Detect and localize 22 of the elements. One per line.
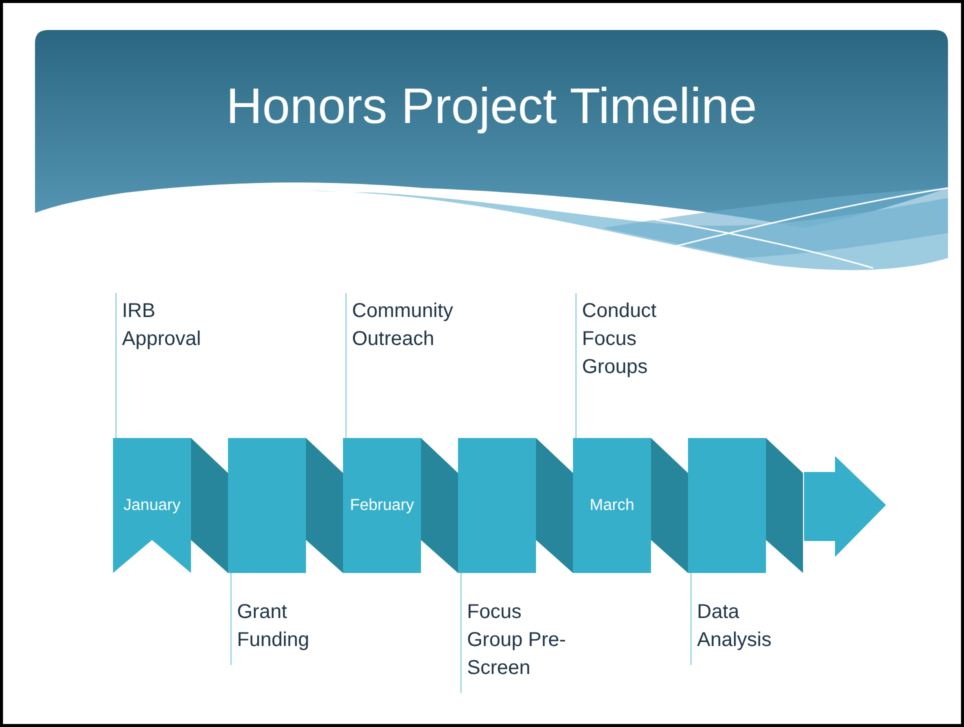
milestone-text: Community Outreach — [352, 299, 452, 352]
leader-line — [460, 573, 462, 693]
leader-line — [115, 293, 117, 438]
leader-line — [345, 293, 347, 438]
leader-line — [575, 293, 577, 438]
month-label: February — [350, 496, 414, 516]
month-label: March — [590, 496, 634, 516]
leader-line — [230, 573, 232, 665]
timeline-panel — [113, 438, 191, 573]
milestone-text: Focus Group Pre-Screen — [467, 600, 567, 681]
timeline-panel — [573, 438, 651, 573]
timeline-panel — [458, 438, 536, 573]
milestone-text: Grant Funding — [237, 600, 310, 653]
milestone-text: Data Analysis — [697, 600, 772, 653]
timeline-panel — [688, 438, 766, 573]
month-label: January — [124, 496, 180, 516]
milestone-text: Conduct Focus Groups — [582, 299, 658, 380]
leader-line — [690, 573, 692, 665]
timeline-panel — [343, 438, 421, 573]
timeline-panel — [228, 438, 306, 573]
slide-title: Honors Project Timeline — [225, 81, 758, 131]
milestone-text: IRB Approval — [122, 299, 202, 352]
